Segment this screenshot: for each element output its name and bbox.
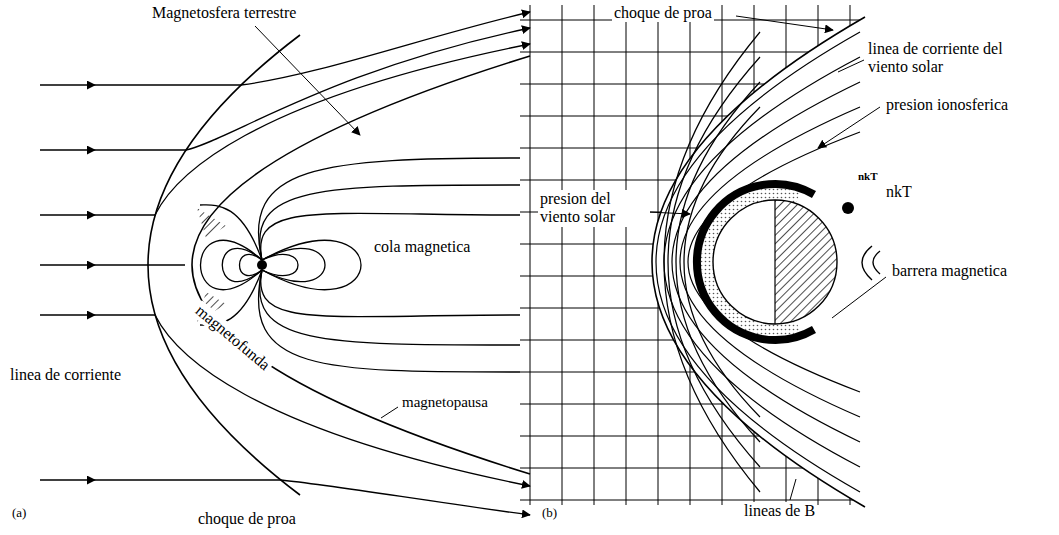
region-label: magnetofunda (190, 300, 275, 375)
shock-label: choque de proa (612, 4, 714, 22)
leader-line (648, 16, 886, 500)
field-label: lineas de B (742, 502, 817, 520)
boundary-label: magnetopausa (400, 394, 490, 411)
streamlines (40, 12, 530, 515)
earth-magnetosphere (40, 12, 530, 515)
region-label: Magnetosfera terrestre (150, 4, 298, 22)
panel-label: (b) (540, 506, 559, 521)
solar-wind-streamlines (656, 32, 860, 492)
leader-line (381, 407, 398, 418)
pressure-label: presion ionosferica (884, 96, 1010, 114)
pressure-symbol: nkT (884, 183, 914, 201)
magnetic-barrier (697, 184, 814, 340)
planet (713, 200, 837, 324)
region-label: barrera magnetica (890, 262, 1009, 280)
panel-label: (a) (10, 506, 28, 521)
magnetopause (192, 56, 530, 474)
region-label: cola magnetica (372, 238, 472, 256)
pressure-symbol: nkT (856, 170, 880, 183)
shock-label: choque de proa (196, 510, 298, 528)
pressure-label: presion del viento solar (538, 190, 650, 227)
earth (257, 260, 267, 270)
streamline-label: linea de corriente del viento solar (866, 40, 1042, 77)
streamline-label: linea de corriente (8, 366, 123, 384)
bow-shock (652, 17, 865, 507)
leader-line (255, 26, 360, 135)
dot (842, 202, 854, 214)
upstream-field-grid (520, 5, 870, 505)
induced-magnetosphere (520, 5, 886, 507)
